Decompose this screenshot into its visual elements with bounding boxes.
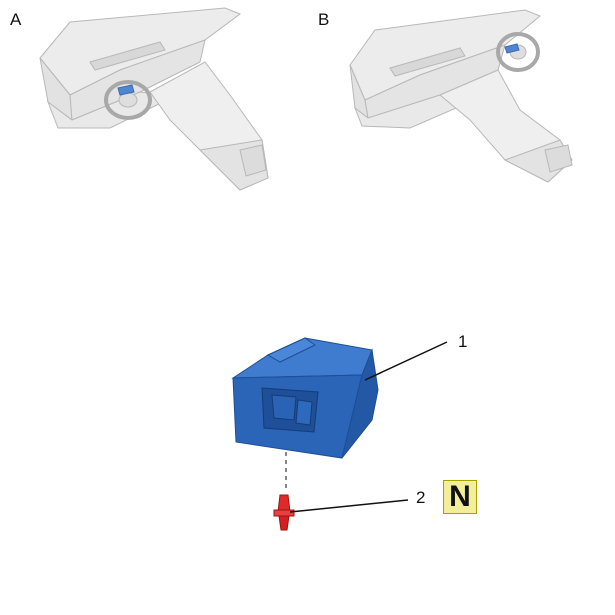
clip-part-2	[273, 494, 295, 531]
dashboard-view-a	[39, 7, 269, 191]
module-part-1	[231, 337, 379, 459]
new-part-badge: N	[443, 480, 477, 514]
callout-number-1: 1	[458, 332, 468, 351]
leader-line-2	[289, 499, 409, 513]
new-part-badge-letter: N	[449, 480, 471, 513]
leader-line-1	[364, 341, 448, 381]
dashboard-view-b	[349, 9, 573, 183]
view-label-a: A	[10, 10, 22, 29]
callout-number-2: 2	[416, 488, 426, 507]
view-label-b: B	[318, 10, 330, 29]
